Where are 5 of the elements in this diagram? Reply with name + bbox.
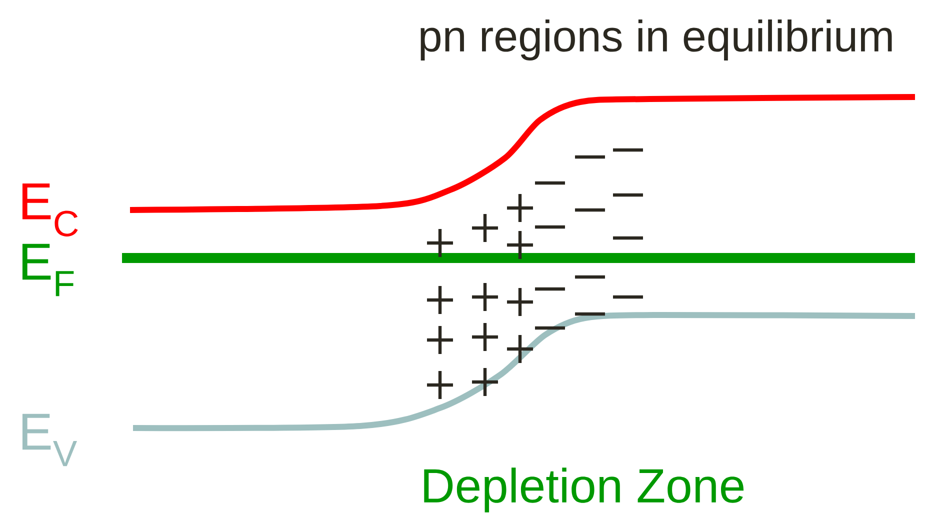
band-label: E$_{F}$ <box>22 244 74 296</box>
band-label: E$_{C}$ <box>22 184 78 236</box>
title: pn regions in equilibrium <box>420 19 892 60</box>
band-label: E$_{V}$ <box>22 414 78 466</box>
zone-label: Depletion Zone <box>424 468 744 512</box>
